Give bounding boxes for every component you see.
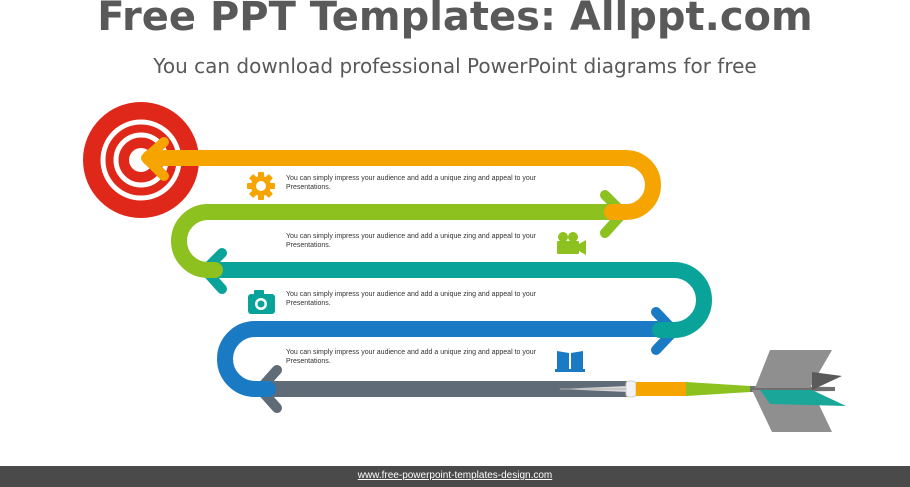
video-camera-icon: [557, 232, 586, 255]
camera-icon: [248, 290, 275, 314]
row-4-description: You can simply impress your audience and…: [286, 349, 536, 365]
gear-icon: [247, 172, 275, 200]
footer-link[interactable]: www.free-powerpoint-templates-design.com: [357, 470, 553, 481]
page-title: Free PPT Templates: Allppt.com: [97, 0, 813, 40]
row-3-description: You can simply impress your audience and…: [286, 291, 536, 307]
row-2-description: You can simply impress your audience and…: [286, 233, 536, 249]
path-row-1: [141, 137, 661, 220]
book-icon: [555, 351, 585, 372]
footer-bar: www.free-powerpoint-templates-design.com: [0, 466, 910, 487]
row-1-description: You can simply impress your audience and…: [286, 175, 536, 191]
dart-icon: [558, 350, 846, 432]
page-subtitle: You can download professional PowerPoint…: [153, 54, 757, 78]
